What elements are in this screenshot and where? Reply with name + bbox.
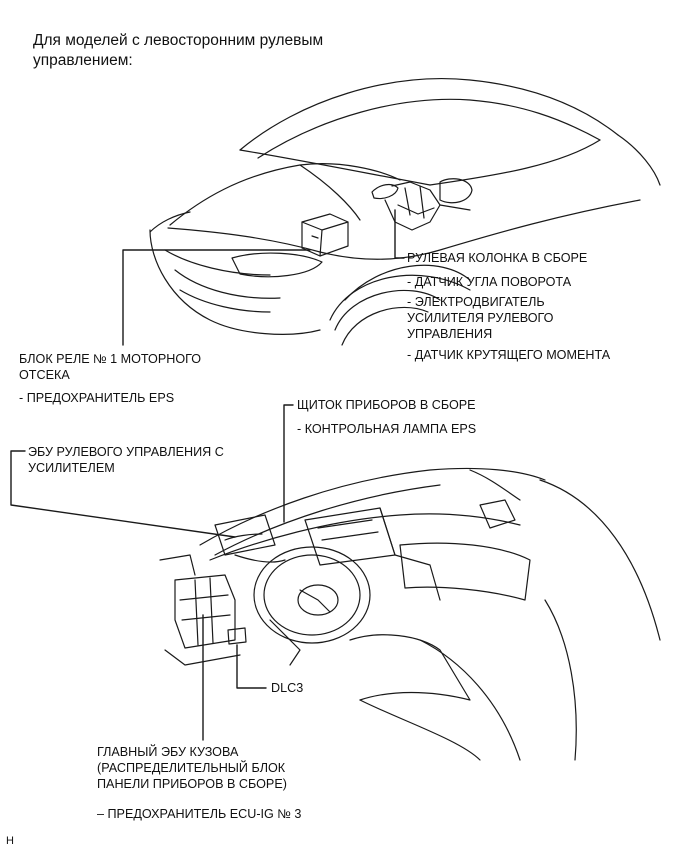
- label-eps-motor: - ЭЛЕКТРОДВИГАТЕЛЬ УСИЛИТЕЛЯ РУЛЕВОГО УП…: [407, 295, 554, 341]
- label-main-body-ecu: ГЛАВНЫЙ ЭБУ КУЗОВА (РАСПРЕДЕЛИТЕЛЬНЫЙ БЛ…: [97, 745, 287, 791]
- label-eps-ecu: ЭБУ РУЛЕВОГО УПРАВЛЕНИЯ С УСИЛИТЕЛЕМ: [28, 445, 224, 475]
- label-engine-relay-block: БЛОК РЕЛЕ № 1 МОТОРНОГО ОТСЕКА: [19, 352, 202, 382]
- figure-code: H: [6, 835, 14, 847]
- dashboard-interior-drawing: [159, 467, 661, 761]
- leader-lines: [10, 209, 405, 741]
- label-steering-angle-sensor: - ДАТЧИК УГЛА ПОВОРОТА: [407, 275, 572, 289]
- label-dlc3: DLC3: [271, 681, 304, 695]
- label-steering-column: РУЛЕВАЯ КОЛОНКА В СБОРЕ: [407, 251, 588, 265]
- diagram-heading: Для моделей с левосторонним рулевым упра…: [33, 32, 324, 69]
- car-exterior-drawing: [149, 78, 661, 346]
- label-eps-fuse: - ПРЕДОХРАНИТЕЛЬ EPS: [19, 391, 175, 405]
- label-instrument-cluster: ЩИТОК ПРИБОРОВ В СБОРЕ: [297, 398, 476, 412]
- label-torque-sensor: - ДАТЧИК КРУТЯЩЕГО МОМЕНТА: [407, 348, 611, 362]
- label-eps-warning-lamp: - КОНТРОЛЬНАЯ ЛАМПА EPS: [297, 422, 477, 436]
- label-ecu-ig-fuse: – ПРЕДОХРАНИТЕЛЬ ECU-IG № 3: [97, 807, 302, 821]
